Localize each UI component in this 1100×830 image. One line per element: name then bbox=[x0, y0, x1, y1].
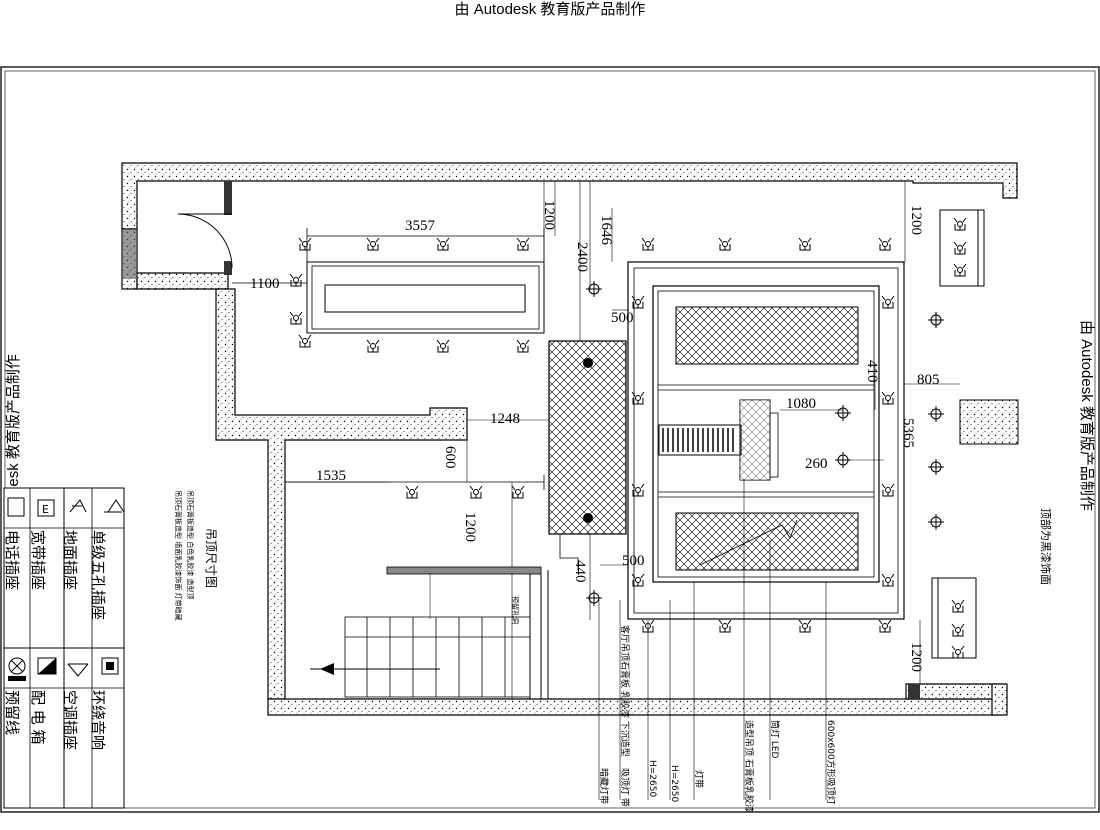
svg-text:E: E bbox=[42, 503, 49, 516]
leader-annotations: 600x600方形吸顶灯 筒灯 LED 造型吊顶 石膏板乳胶漆 灯带 H=265… bbox=[598, 625, 837, 813]
hole-note: 预留孔洞 bbox=[511, 596, 520, 624]
dim-1200-d: 1200 bbox=[908, 642, 924, 672]
legend-icon-reserved bbox=[8, 657, 26, 681]
ceiling-title: 吊顶尺寸图 bbox=[204, 528, 218, 588]
leader-label-4: H=2650 bbox=[669, 765, 679, 802]
central-column bbox=[548, 340, 627, 535]
leader-label-5: H=2650 bbox=[647, 760, 657, 797]
sheet-border bbox=[0, 66, 1100, 813]
leader-label-3: 灯带 bbox=[693, 770, 704, 788]
dim-1200-a: 1200 bbox=[541, 200, 557, 230]
legend-icon-broadband bbox=[37, 499, 55, 517]
legend-icon-ac bbox=[67, 663, 89, 677]
watermark-right: 由 Autodesk 教育版产品制作 bbox=[1078, 320, 1095, 511]
right-fixtures bbox=[931, 209, 1019, 659]
legend-label-1: 地面插座 bbox=[61, 530, 79, 590]
dimension-lines bbox=[285, 181, 960, 684]
legend-label-4: 环绕音响 bbox=[89, 690, 107, 750]
dim-1535: 1535 bbox=[316, 468, 346, 484]
legend-label-3: 电话插座 bbox=[3, 530, 21, 590]
left-note-1: 吊顶石膏板造型 墙面乳胶漆饰面 灯带暗藏 bbox=[174, 490, 183, 620]
dim-600: 600 bbox=[442, 446, 458, 469]
ceiling-rect-upper bbox=[306, 261, 545, 334]
legend-label-0: 单级五孔插座 bbox=[89, 530, 107, 620]
dim-410: 410 bbox=[864, 360, 880, 383]
dim-1080: 1080 bbox=[786, 396, 816, 412]
leader-label-0: 600x600方形吸顶灯 bbox=[825, 720, 837, 805]
legend-icon-outlet bbox=[104, 499, 125, 513]
dim-440: 440 bbox=[572, 560, 588, 583]
dim-805: 805 bbox=[917, 372, 940, 388]
dim-1248: 1248 bbox=[490, 411, 520, 427]
leader-label-8: 暗藏灯带 bbox=[598, 768, 610, 804]
dim-1646: 1646 bbox=[598, 215, 614, 246]
leader-label-6: 吸顶灯 带 bbox=[619, 768, 630, 807]
dim-500-b: 500 bbox=[622, 553, 645, 569]
leader-label-1: 筒灯 LED bbox=[769, 720, 781, 759]
legend-table: E 单级五孔插座 地面插座 宽带插座 电话插座 环绕音响 空调插座 配 电 箱 … bbox=[3, 487, 125, 809]
left-note-2: 吊顶石膏板造型 白色乳胶漆 造型顶 bbox=[186, 490, 195, 599]
dim-1100: 1100 bbox=[250, 276, 279, 292]
watermark-top: 由 Autodesk 教育版产品制作 bbox=[454, 1, 646, 18]
dim-500-a: 500 bbox=[611, 310, 634, 326]
dim-3557: 3557 bbox=[405, 218, 436, 234]
dim-1200-b: 1200 bbox=[908, 205, 924, 235]
legend-label-5: 空调插座 bbox=[61, 690, 79, 750]
dim-260: 260 bbox=[805, 456, 828, 472]
dim-2400: 2400 bbox=[574, 242, 590, 272]
dim-1200-c: 1200 bbox=[462, 512, 478, 542]
legend-label-7: 预留线 bbox=[3, 690, 21, 735]
legend-icon-floor-outlet bbox=[69, 499, 87, 513]
legend-icon-speaker bbox=[101, 657, 119, 675]
lamps-upper bbox=[289, 237, 530, 353]
living-ceiling bbox=[627, 261, 905, 620]
leader-label-2: 造型吊顶 石膏板乳胶漆 bbox=[743, 720, 755, 813]
legend-icon-panel bbox=[37, 657, 57, 675]
legend-label-2: 宽带插座 bbox=[29, 530, 47, 590]
right-note: 顶部为黑漆饰面 bbox=[1039, 508, 1053, 585]
leader-label-7: 客厅吊顶石膏板 乳胶漆 下沉造型 bbox=[619, 625, 631, 757]
legend-icon-phone bbox=[7, 497, 25, 517]
dim-5365: 5365 bbox=[900, 418, 916, 448]
legend-label-6: 配 电 箱 bbox=[29, 690, 47, 745]
leader-lines bbox=[598, 480, 827, 800]
